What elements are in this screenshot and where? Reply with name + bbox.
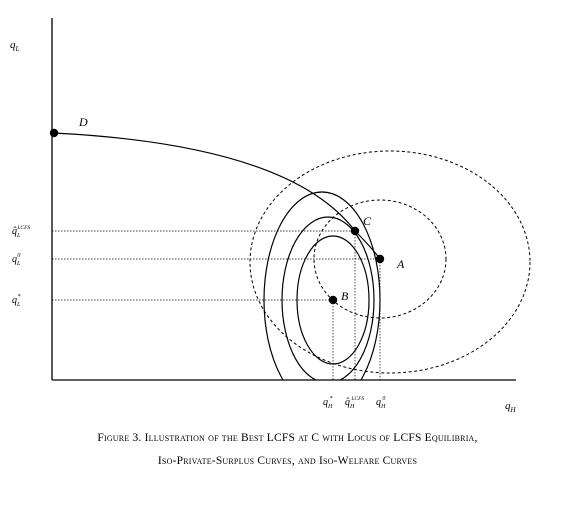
y-tick-qL-lcfs: q̂LLCFS	[12, 225, 30, 239]
iso-private-surplus-curve-middle	[281, 216, 375, 380]
lcfs-equilibria-locus	[53, 132, 381, 260]
point-d-label: D	[78, 115, 88, 129]
x-tick-qH-star: qH*	[323, 396, 333, 410]
point-d-marker	[49, 128, 59, 138]
point-c-marker	[350, 226, 360, 236]
point-b-label: B	[341, 289, 349, 303]
point-c-label: C	[363, 214, 372, 228]
iso-private-surplus-curve-inner	[296, 235, 370, 365]
point-b-marker	[328, 295, 338, 305]
point-a-marker	[375, 254, 385, 264]
x-tick-qH-0: qH0	[376, 396, 386, 410]
y-tick-qL-0: qL0	[12, 253, 21, 267]
iso-private-surplus-curve-outer	[263, 191, 381, 380]
iso-welfare-curve-large	[249, 150, 531, 374]
y-tick-qL-star: qL*	[12, 294, 21, 308]
figure-caption-line-2: Iso-Private-Surplus Curves, and Iso-Welf…	[157, 455, 418, 467]
iso-welfare-curve-small	[313, 199, 447, 319]
point-a-label: A	[396, 257, 405, 271]
x-axis-label: qH	[505, 400, 517, 414]
x-tick-qH-lcfs: q̂HLCFS	[345, 396, 364, 410]
y-axis-label: qL	[10, 39, 20, 53]
figure-caption-line-1: Figure 3. Illustration of the Best LCFS …	[97, 432, 478, 444]
